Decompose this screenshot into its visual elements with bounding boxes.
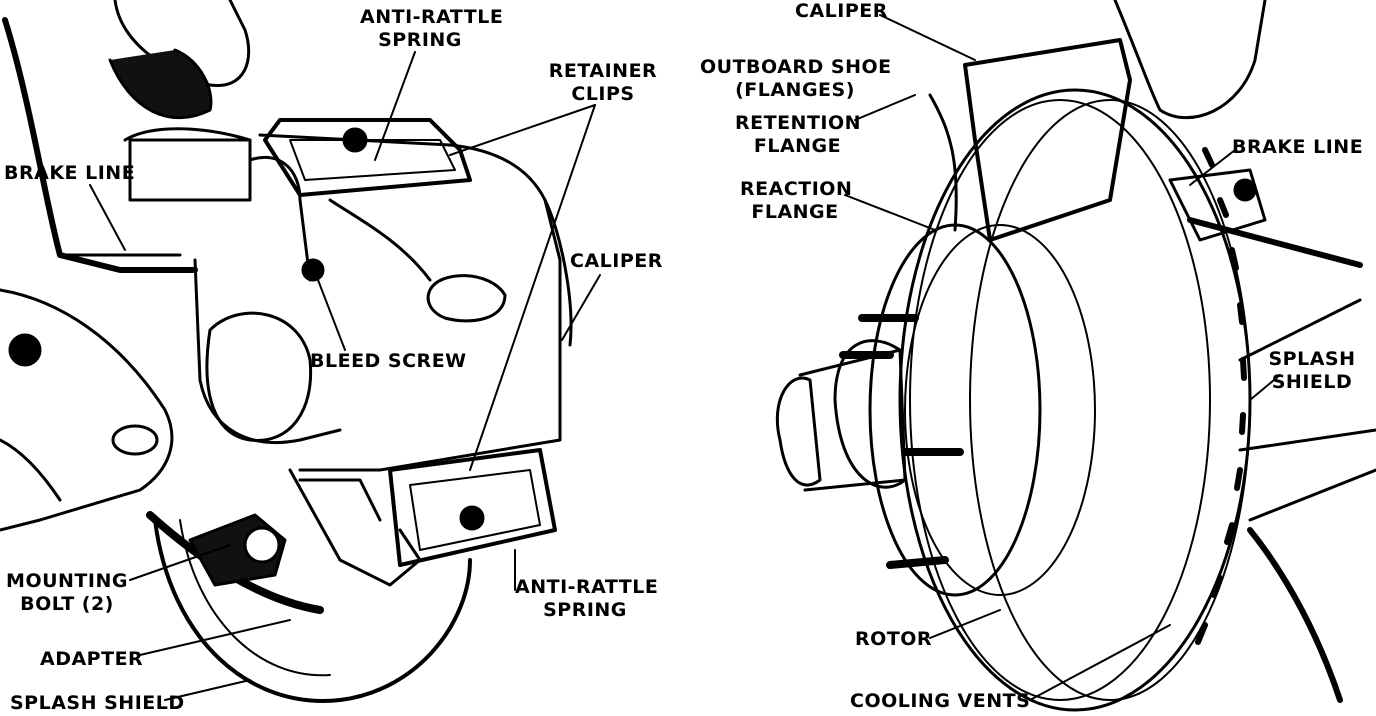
caliper-inspection-port	[426, 274, 507, 323]
top-anti-rattle-spring	[263, 118, 472, 197]
left-adapter	[288, 468, 422, 587]
leader-adapter	[139, 619, 291, 656]
leader-splash-shield-left	[164, 679, 251, 701]
label-reaction-flange: REACTION FLANGE	[740, 178, 853, 223]
leader-brake-line-right	[1189, 149, 1236, 186]
left-brake-line-hose	[2, 17, 198, 273]
right-rotor-assembly-drawing	[775, 0, 1376, 712]
label-retainer-clips: RETAINER CLIPS	[548, 60, 658, 105]
leader-retention-flange	[854, 94, 916, 121]
caliper-piston-boss	[205, 311, 313, 442]
leader-brake-line-left	[89, 184, 126, 251]
left-caliper-assembly-drawing	[0, 0, 601, 703]
hub-dust-cap	[775, 376, 822, 487]
leader-caliper-left	[561, 274, 601, 341]
label-outboard-shoe: OUTBOARD SHOE (FLANGES)	[700, 56, 892, 101]
leader-reaction-flange	[844, 194, 936, 231]
leader-splash-shield-right	[1249, 374, 1281, 401]
label-retention-flange: RETENTION FLANGE	[735, 112, 862, 157]
leader-anti-rattle-top	[374, 51, 416, 161]
wheel-studs	[839, 314, 964, 569]
right-upper-ball-joint	[1113, 0, 1267, 120]
label-adapter: ADAPTER	[40, 648, 144, 670]
label-mounting-bolt: MOUNTING BOLT (2)	[6, 570, 128, 615]
leader-mounting-bolt	[129, 544, 231, 581]
label-brake-line-right: BRAKE LINE	[1232, 136, 1364, 158]
steering-knuckle-upper	[128, 138, 252, 202]
leader-rotor	[929, 609, 1001, 639]
leader-retainer-clips	[469, 104, 596, 471]
rotor-outer-edge	[898, 88, 1252, 712]
lower-control-arm	[0, 288, 174, 532]
hub-flange	[868, 223, 1042, 597]
left-caliper-body	[258, 133, 562, 472]
label-caliper-left: CALIPER	[570, 250, 663, 272]
bottom-anti-rattle-spring	[388, 448, 557, 567]
label-brake-line-left: BRAKE LINE	[4, 162, 136, 184]
rotor-cooling-vents	[1195, 147, 1247, 645]
upper-ball-joint	[113, 0, 251, 87]
label-splash-shield-right: SPLASH SHIELD	[1268, 348, 1356, 393]
right-caliper-body	[963, 38, 1132, 242]
leader-cooling-vents	[1029, 624, 1171, 701]
label-caliper-right: CALIPER	[795, 0, 888, 22]
leader-caliper-right	[879, 14, 976, 61]
left-splash-shield	[153, 518, 472, 703]
right-brake-line-hose	[1187, 217, 1363, 268]
label-bleed-screw: BLEED SCREW	[310, 350, 467, 372]
leader-bleed-screw	[317, 279, 346, 351]
label-anti-rattle-spring-top: ANTI-RATTLE SPRING	[360, 6, 504, 51]
label-rotor: ROTOR	[855, 628, 933, 650]
label-cooling-vents: COOLING VENTS	[850, 690, 1031, 712]
label-anti-rattle-spring-bottom: ANTI-RATTLE SPRING	[515, 576, 659, 621]
left-bleed-screw	[301, 258, 325, 282]
label-splash-shield-left: SPLASH SHIELD	[10, 692, 185, 714]
